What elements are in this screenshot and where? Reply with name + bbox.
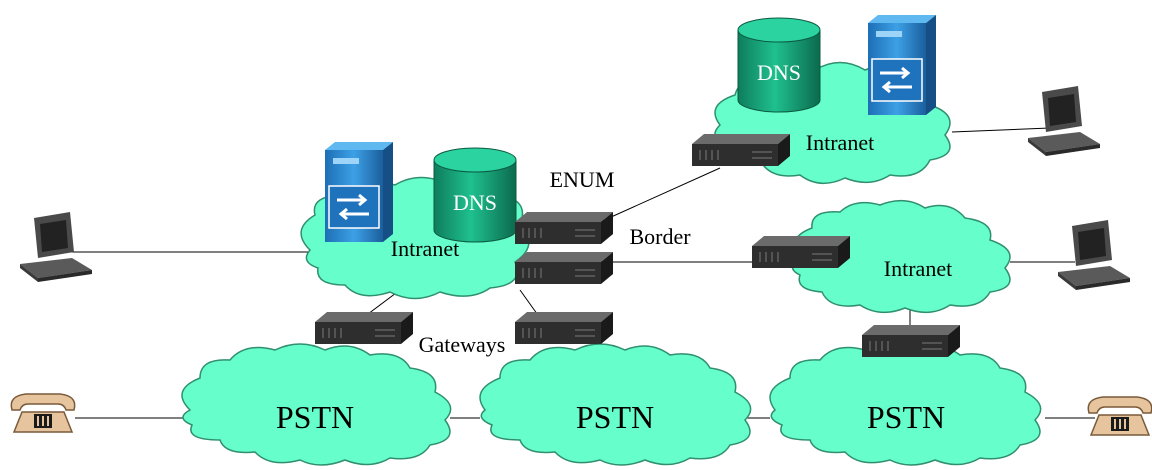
border-label: Border [629, 224, 691, 249]
border-router-2 [514, 251, 614, 285]
dns-label-top: DNS [757, 60, 801, 85]
gateway-center [514, 311, 614, 345]
computer-left-icon [20, 212, 92, 282]
intranet-label-top: Intranet [806, 130, 874, 155]
intranet-cloud-right [791, 199, 1011, 314]
intranet-right-router [751, 235, 851, 269]
gateway-left [314, 311, 414, 345]
pstn-cloud-left [181, 343, 452, 466]
sip-server-left [323, 140, 395, 244]
pstn-cloud-right [769, 343, 1042, 466]
pstn-label-right: PSTN [867, 399, 945, 435]
telephone-left-icon [10, 393, 76, 433]
computer-top-right-icon [1028, 86, 1100, 156]
pstn-cloud-center [479, 343, 752, 466]
telephone-right-icon [1087, 396, 1152, 436]
intranet-label-right: Intranet [884, 256, 952, 281]
intranet-label-left: Intranet [391, 236, 459, 261]
border-router-1 [514, 211, 614, 245]
pstn-label-center: PSTN [576, 399, 654, 435]
dns-database-left [433, 147, 517, 243]
dns-label-left: DNS [453, 190, 497, 215]
enum-label: ENUM [550, 167, 615, 192]
pstn-label-left: PSTN [276, 399, 354, 435]
sip-server-top [866, 13, 938, 117]
intranet-top-router [691, 133, 791, 167]
gateways-label: Gateways [419, 332, 506, 357]
gateway-right [861, 324, 961, 358]
dns-database-top [737, 17, 821, 113]
computer-right-icon [1058, 220, 1130, 290]
